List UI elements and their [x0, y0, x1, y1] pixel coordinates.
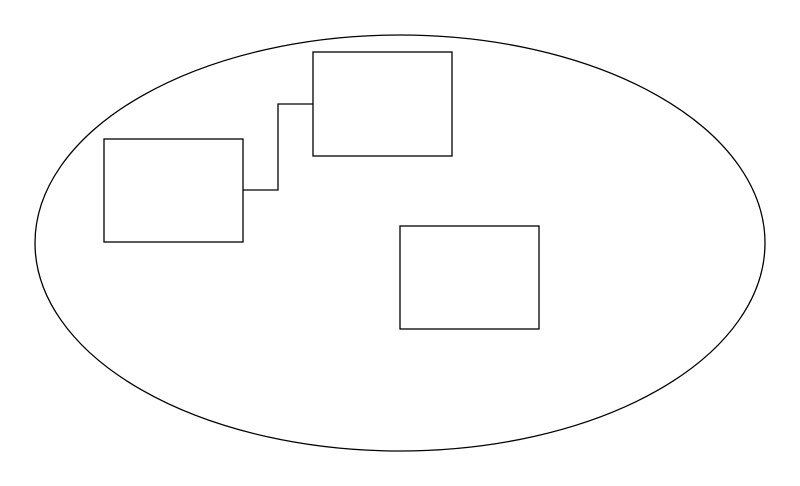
container-ellipse	[34, 34, 766, 452]
connector-left-to-top	[243, 103, 313, 191]
node-right-rectangle	[399, 225, 540, 330]
node-top-rectangle	[312, 51, 453, 157]
node-left-rectangle	[103, 138, 244, 243]
